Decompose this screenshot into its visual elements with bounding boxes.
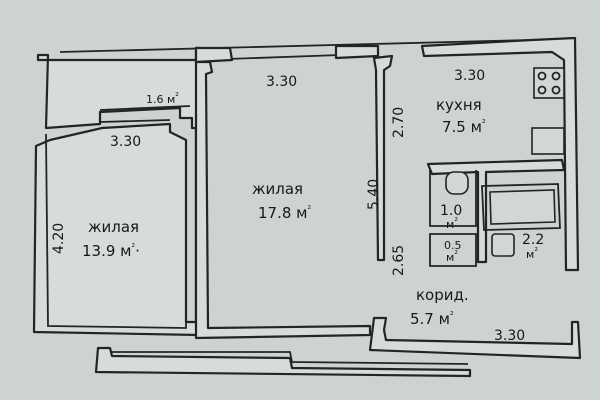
room-name-kitchen: кухня xyxy=(436,96,482,114)
room-name-living-center: жилая xyxy=(252,180,303,198)
toilet-box xyxy=(429,170,477,227)
wall-bottom-outer xyxy=(94,346,472,378)
dim-corridor-height: 2.65 xyxy=(391,245,407,276)
wall-bathroom xyxy=(426,158,566,264)
kitchen-counter xyxy=(531,127,565,155)
wall-center-top xyxy=(194,46,234,64)
sink-fixture xyxy=(491,233,515,257)
wall-corridor-bottom xyxy=(368,316,582,360)
top-window-line xyxy=(59,39,531,53)
room-unit-closet: м² xyxy=(446,250,458,264)
wall-kitchen-top xyxy=(420,36,580,272)
burner-icon xyxy=(537,85,547,95)
dim-center-room-height: 5.40 xyxy=(366,179,382,210)
bathroom-box xyxy=(481,183,561,231)
dim-left-room-height: 4.20 xyxy=(51,223,67,254)
toilet-fixture xyxy=(445,171,469,195)
dim-corridor-width: 3.30 xyxy=(494,328,525,344)
room-unit-toilet: м² xyxy=(446,217,458,231)
wall-top-middle xyxy=(334,44,380,60)
burner-icon xyxy=(551,71,561,81)
closet-box xyxy=(429,233,477,267)
room-area-corridor: 5.7 м² xyxy=(410,310,454,328)
left-room-boundary xyxy=(45,133,187,329)
dim-center-room-width: 3.30 xyxy=(266,74,297,90)
bathtub xyxy=(489,189,556,225)
room-unit-bathroom: м² xyxy=(526,247,538,261)
room-area-bathroom: 2.2 xyxy=(522,232,544,248)
stove xyxy=(533,67,565,99)
room-name-corridor: корид. xyxy=(416,286,469,304)
room-area-kitchen: 7.5 м² xyxy=(442,118,486,136)
wall-partition-kitchen xyxy=(372,54,394,262)
balcony-niche xyxy=(99,105,191,123)
room-area-living-center: 17.8 м² xyxy=(258,204,311,222)
dim-kitchen-height: 2.70 xyxy=(391,107,407,138)
burner-icon xyxy=(537,71,547,81)
room-area-balcony: 1.6 м² xyxy=(146,92,179,106)
room-area-living-left: 13.9 м²· xyxy=(82,242,140,260)
room-area-toilet: 1.0 xyxy=(440,203,462,219)
burner-icon xyxy=(551,85,561,95)
wall-center-room xyxy=(194,60,372,340)
room-name-living-left: жилая xyxy=(88,218,139,236)
dim-kitchen-width: 3.30 xyxy=(454,68,485,84)
dim-left-room-width: 3.30 xyxy=(110,134,141,150)
room-area-closet: 0.5 xyxy=(444,239,462,252)
bottom-outer-line xyxy=(110,351,469,365)
